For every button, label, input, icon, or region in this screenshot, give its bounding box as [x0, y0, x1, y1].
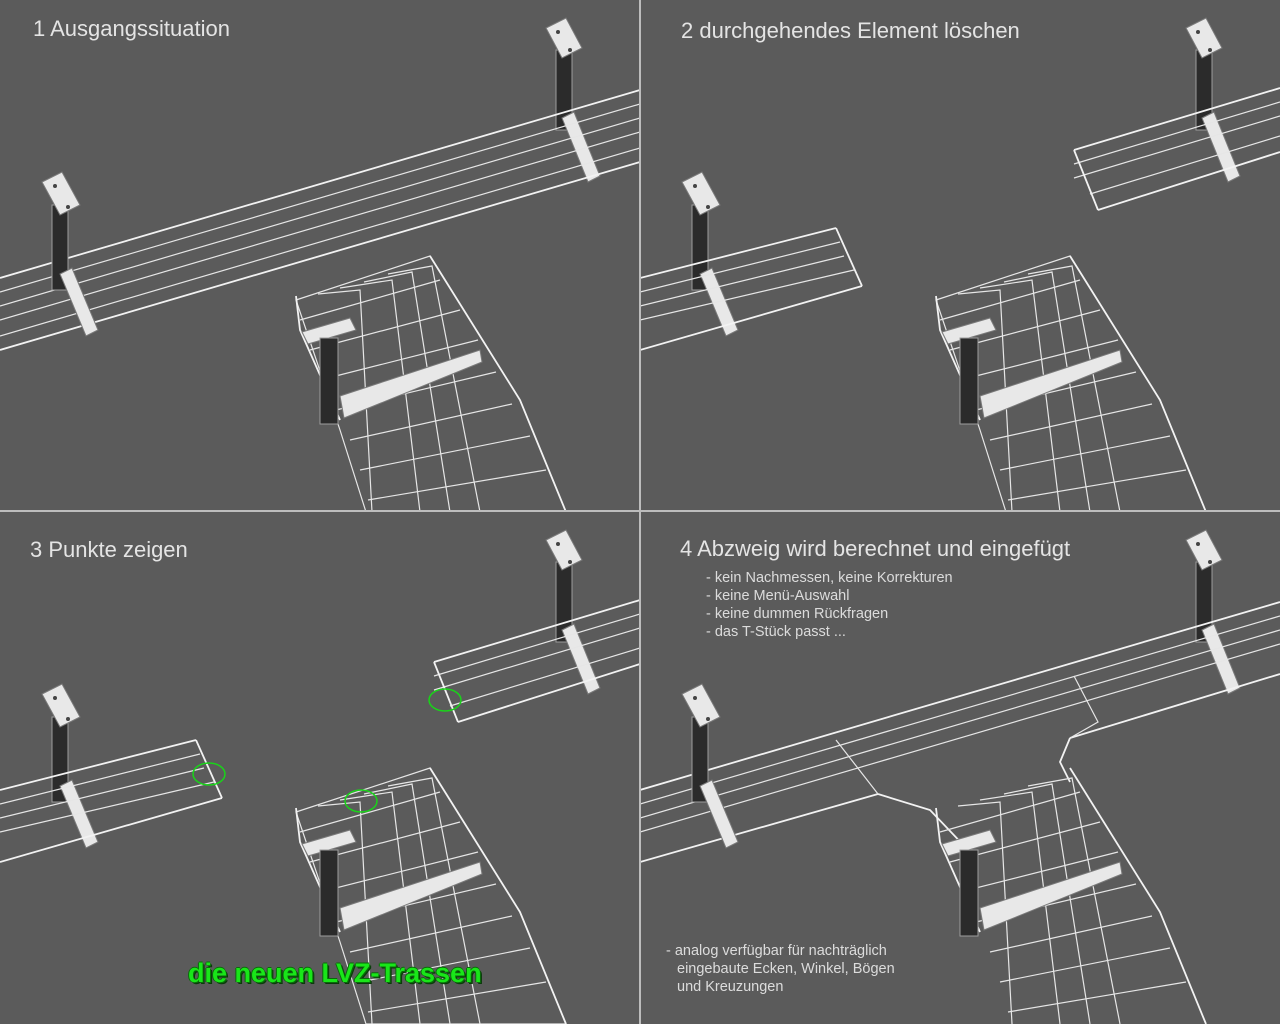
cable-tray-segment-right: [1073, 87, 1280, 211]
panel-punkte-zeigen: 3 Punkte zeigen die neuen LVZ-Trassen: [0, 512, 640, 1024]
slogan-text: die neuen LVZ-Trassen: [188, 958, 482, 988]
pick-point-marker-1: [428, 688, 462, 712]
hanger-right: [545, 17, 601, 183]
cable-tray-branch: [935, 767, 1207, 1024]
cable-tray-segment-left: [640, 227, 863, 351]
panel-title: 4 Abzweig wird berechnet und eingefügt: [680, 536, 1071, 561]
benefit-list: - kein Nachmessen, keine Korrekturen - k…: [706, 569, 953, 641]
panel-divider-vertical: [639, 0, 641, 1024]
cable-tray-branch: [295, 767, 567, 1024]
cable-tray-scene: [0, 529, 640, 1024]
hanger-left: [41, 683, 99, 849]
panel-title: 2 durchgehendes Element löschen: [681, 18, 1020, 43]
panel-element-loeschen: 2 durchgehendes Element löschen: [640, 0, 1280, 512]
hanger-right: [545, 529, 601, 695]
cable-tray-scene: [640, 17, 1280, 512]
cable-tray-branch: [935, 255, 1207, 512]
benefit-item: - keine Menü-Auswahl: [706, 588, 850, 604]
hanger-right: [1185, 529, 1241, 695]
panel-divider-horizontal: [0, 510, 1280, 512]
panel-ausgangssituation: 1 Ausgangssituation: [0, 0, 640, 512]
footnote-line: eingebaute Ecken, Winkel, Bögen: [677, 961, 895, 977]
cable-tray-scene: [0, 17, 640, 512]
pick-point-marker-2: [192, 762, 226, 786]
cable-tray-branch: [295, 255, 567, 512]
footnote-line: - analog verfügbar für nachträglich: [666, 943, 887, 959]
cable-tray-main: [0, 89, 640, 351]
hanger-right: [1185, 17, 1241, 183]
hanger-left: [41, 171, 99, 337]
t-piece-junction: [835, 675, 1099, 853]
cable-tray-main: [640, 601, 1280, 863]
footnote: - analog verfügbar für nachträglich eing…: [666, 942, 895, 996]
hanger-left: [681, 171, 739, 337]
cable-tray-segment-right: [433, 599, 640, 723]
footnote-line: und Kreuzungen: [677, 979, 784, 995]
pick-point-marker-3: [344, 789, 378, 813]
cable-tray-segment-left: [0, 739, 223, 863]
panel-title: 1 Ausgangssituation: [33, 16, 230, 41]
benefit-item: - kein Nachmessen, keine Korrekturen: [706, 570, 953, 586]
benefit-item: - keine dummen Rückfragen: [706, 606, 889, 622]
benefit-item: - das T-Stück passt ...: [706, 624, 846, 640]
cable-tray-scene: [640, 529, 1280, 1024]
hanger-left: [681, 683, 739, 849]
panel-title: 3 Punkte zeigen: [30, 537, 188, 562]
panel-abzweig-eingefuegt: 4 Abzweig wird berechnet und eingefügt -…: [640, 512, 1280, 1024]
